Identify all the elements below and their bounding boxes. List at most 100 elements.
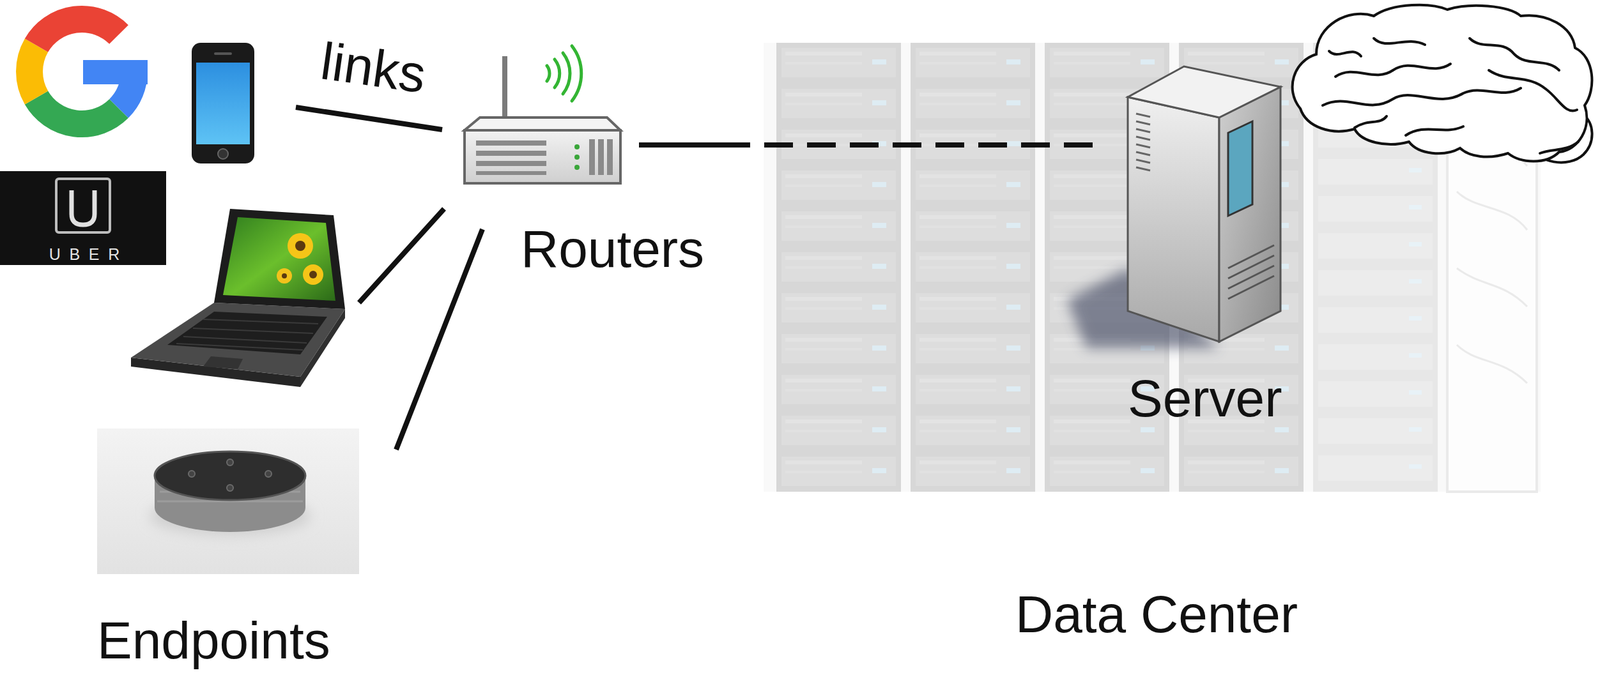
router-node: Routers <box>460 51 639 189</box>
server-icon <box>1228 265 1275 289</box>
smart-speaker-icon <box>97 428 360 575</box>
server-node: Server <box>1093 63 1285 346</box>
google-logo <box>29 45 37 98</box>
link-line <box>396 229 483 450</box>
google-logo <box>83 60 148 85</box>
laptop-icon <box>287 233 314 259</box>
router-icon <box>476 161 547 167</box>
laptop-icon <box>276 268 293 284</box>
smart-speaker-icon <box>154 451 306 501</box>
laptop-icon <box>176 319 319 351</box>
node-label: Routers <box>520 223 705 276</box>
brain-drawing <box>1322 88 1521 106</box>
laptop-icon <box>130 208 346 388</box>
router-icon <box>546 65 550 82</box>
datacenter-background <box>776 42 901 493</box>
router-icon <box>562 53 570 94</box>
uber-logo <box>56 178 110 233</box>
router-icon <box>476 150 547 156</box>
brain-drawing <box>1539 141 1579 154</box>
brain-drawing <box>1405 126 1464 136</box>
router-icon <box>502 56 508 121</box>
server-icon <box>1228 255 1275 279</box>
server-icon <box>1228 121 1253 216</box>
smart-speaker-icon <box>97 428 360 575</box>
server-icon <box>1228 245 1275 300</box>
server-icon <box>1127 66 1281 118</box>
smart-speaker-icon <box>265 470 272 478</box>
uber-logo <box>0 171 167 266</box>
server-icon <box>1127 97 1220 342</box>
router-icon <box>464 130 621 184</box>
brain-drawing <box>1469 38 1560 71</box>
brain-drawing <box>1373 38 1425 45</box>
router-icon <box>464 46 621 184</box>
google-logo <box>29 19 148 124</box>
router-icon <box>574 144 580 150</box>
server-icon <box>1228 245 1275 269</box>
server-icon <box>1219 86 1281 342</box>
router-icon <box>571 46 582 101</box>
laptop-icon <box>223 217 336 301</box>
router-icon <box>574 164 580 170</box>
uber-logo <box>71 190 95 225</box>
network-link <box>638 142 1094 148</box>
link-label: links <box>317 34 429 101</box>
smart-speaker-icon <box>226 459 234 466</box>
brain-drawing <box>1488 70 1577 112</box>
google-logo <box>36 19 119 46</box>
phone-icon <box>196 62 250 145</box>
phone-icon <box>217 148 229 160</box>
router-icon <box>554 59 560 88</box>
laptop-icon <box>281 273 287 279</box>
brain-drawing <box>1292 5 1593 163</box>
server-icon <box>1136 113 1151 117</box>
router-icon <box>464 117 621 131</box>
phone-icon <box>191 42 255 164</box>
brain-drawing <box>1354 116 1387 128</box>
laptop-icon <box>295 240 306 252</box>
router-icon <box>574 154 580 160</box>
group-label: Endpoints <box>97 614 331 668</box>
phone-icon <box>214 52 232 55</box>
laptop-icon <box>302 264 324 285</box>
server-icon <box>1136 121 1151 125</box>
link-line <box>295 107 483 450</box>
laptop-icon <box>214 208 346 310</box>
router-icon <box>598 139 604 176</box>
router-icon <box>546 46 582 101</box>
router-icon <box>476 171 547 176</box>
server-icon <box>1136 129 1151 133</box>
server-icon <box>1136 144 1151 148</box>
router-icon <box>589 139 595 176</box>
link-line <box>295 107 443 130</box>
server-icon <box>1136 113 1151 171</box>
server-icon <box>1136 136 1151 140</box>
datacenter-background <box>910 42 1036 493</box>
brain-drawing <box>1329 51 1362 57</box>
server-icon <box>1136 152 1151 156</box>
group-label: Data Center <box>964 588 1349 641</box>
smart-speaker-icon <box>188 470 195 478</box>
laptop-icon <box>130 302 346 377</box>
link-line <box>359 208 445 303</box>
laptop-icon <box>167 311 328 355</box>
router-icon <box>476 140 547 146</box>
server-icon <box>1228 276 1275 300</box>
node-label: Server <box>1127 372 1283 425</box>
server-icon <box>1067 66 1281 349</box>
laptop-icon <box>309 270 317 279</box>
brand-wordmark: UBER <box>1 246 168 263</box>
brain-drawing <box>1292 5 1593 162</box>
google-logo <box>36 97 119 124</box>
phone-icon <box>191 42 255 164</box>
laptop-icon <box>203 356 243 370</box>
brain-drawing <box>1335 63 1451 77</box>
server-icon <box>1136 159 1151 163</box>
server-icon <box>1136 167 1151 171</box>
smart-speaker-icon <box>226 484 234 492</box>
